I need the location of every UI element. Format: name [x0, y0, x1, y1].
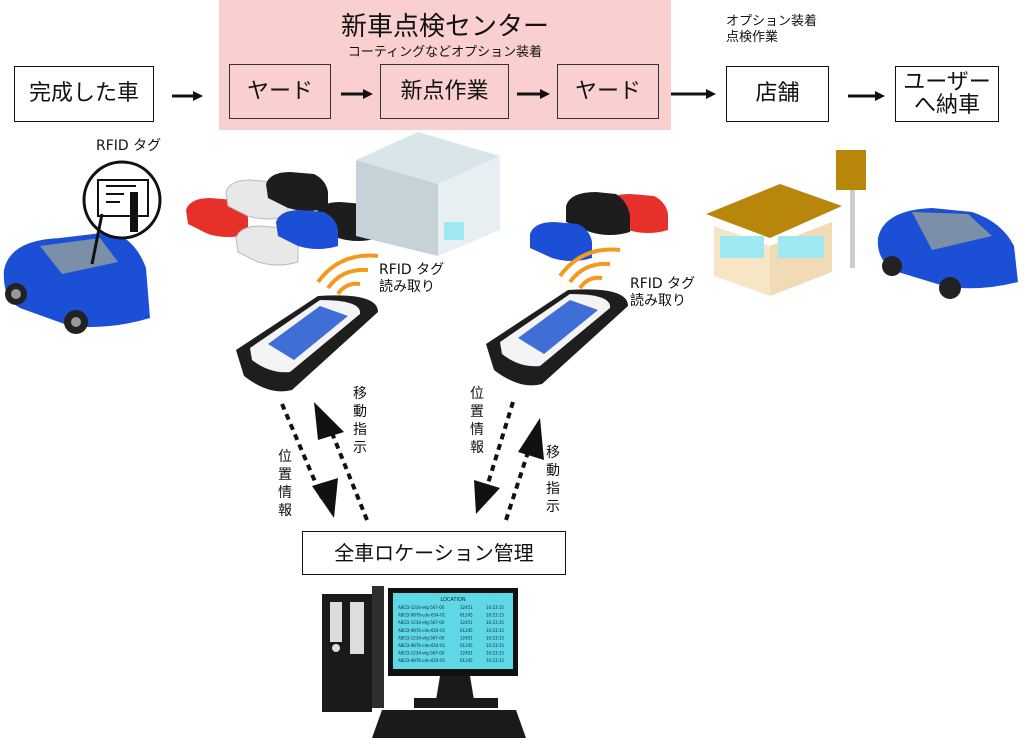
monitor-cell: 32451 [460, 635, 473, 640]
monitor-cell: 10:23:15 [486, 605, 504, 610]
store-note-line1: オプション装着 [726, 14, 818, 29]
arrow-move-left [328, 427, 369, 521]
rfid-signal-right-icon [558, 247, 621, 290]
inspection-building-icon [356, 132, 500, 256]
monitor-cell: 10:23:15 [486, 658, 504, 663]
rfid-tag-label: RFID タグ [96, 138, 162, 154]
rfid-read-label-right: RFID タグ 読み取り [630, 276, 695, 310]
pc-tower-icon [322, 586, 384, 712]
inspection-center-title: 新車点検センター [340, 12, 549, 42]
monitor-cell: 10:23:15 [486, 651, 504, 656]
blue-car-left-icon [3, 232, 150, 334]
monitor-cell: 32451 [460, 605, 473, 610]
delivery-label-line2: へ納車 [913, 93, 980, 118]
monitor-cell: 10:23:15 [486, 613, 504, 618]
new-inspection-label: 新点作業 [400, 78, 489, 104]
monitor-cell: 10:23:15 [486, 620, 504, 625]
position-info-label-left: 位置情報 [278, 449, 292, 519]
monitor-icon [372, 588, 526, 738]
monitor-cell: 10:23:15 [486, 628, 504, 633]
rfid-read-label-left: RFID タグ 読み取り [379, 262, 444, 296]
monitor-header: LOCATION [440, 597, 466, 603]
store-box: 店舗 [726, 66, 829, 122]
rfid-read-left-line1: RFID タグ [379, 262, 445, 278]
parked-cars-left-icon [186, 172, 378, 266]
rfid-read-left-line2: 読み取り [379, 278, 435, 295]
yard-label-2: ヤード [574, 78, 641, 104]
monitor-cell: 61245 [460, 643, 473, 648]
completed-car-box: 完成した車 [14, 66, 154, 122]
store-note-line2: 点検作業 [726, 29, 779, 45]
blue-car-right-icon [877, 208, 1018, 299]
monitor-cell: ABCD-1234-efg-567-00 [398, 651, 445, 656]
move-instruction-label-right: 移動指示 [546, 445, 560, 515]
rfid-reader-left-icon [236, 295, 378, 392]
new-inspection-box: 新点作業 [380, 64, 509, 119]
monitor-cell: ABCD-9876-cde-654-01 [398, 643, 446, 648]
monitor-cell: 32451 [460, 620, 473, 625]
monitor-cell: 10:23:15 [486, 643, 504, 648]
arrow-move-right [504, 445, 532, 521]
yard-label-1: ヤード [246, 78, 313, 104]
store-building-icon [706, 150, 866, 296]
arrow-position-right [484, 401, 515, 491]
monitor-location-table: LOCATION ABCD-1234-efg-567-00 32451 10:23:1… [398, 597, 504, 663]
inspection-center-area [219, 0, 671, 130]
monitor-cell: ABCD-1234-efg-567-00 [398, 605, 445, 610]
location-management-box: 全車ロケーション管理 [302, 531, 566, 575]
monitor-cell: ABCD-9876-cde-654-01 [398, 658, 446, 663]
rfid-read-right-line1: RFID タグ [630, 276, 696, 292]
monitor-cell: 32451 [460, 651, 473, 656]
monitor-cell: ABCD-1234-efg-567-00 [398, 635, 445, 640]
parked-cars-right-icon [530, 192, 668, 261]
rfid-reader-right-icon [486, 289, 628, 386]
monitor-cell: ABCD-1234-efg-567-00 [398, 620, 445, 625]
rfid-read-right-line2: 読み取り [630, 292, 686, 309]
monitor-cell: ABCD-9876-cde-654-01 [398, 628, 446, 633]
location-management-label: 全車ロケーション管理 [334, 540, 534, 565]
yard-box-1: ヤード [229, 64, 331, 119]
delivery-label-line1: ユーザー [903, 69, 991, 95]
monitor-cell: 61245 [460, 658, 473, 663]
communication-arrows [280, 401, 532, 521]
monitor-cell: 10:23:15 [486, 635, 504, 640]
rfid-tag-callout-icon [82, 160, 162, 265]
monitor-cell: ABCD-9876-cde-654-01 [398, 613, 446, 618]
completed-car-label: 完成した車 [28, 81, 139, 107]
monitor-cell: 61245 [460, 628, 473, 633]
inspection-center-subtitle: コーティングなどオプション装着 [347, 45, 543, 60]
position-info-label-right: 位置情報 [470, 386, 484, 456]
delivery-box: ユーザー へ納車 [895, 66, 999, 122]
store-label: 店舗 [755, 81, 800, 107]
monitor-cell: 61245 [460, 613, 473, 618]
communication-arrowheads [312, 402, 544, 518]
flow-arrows [172, 89, 885, 101]
move-instruction-label-left: 移動指示 [353, 386, 367, 456]
rfid-signal-left-icon [316, 253, 379, 296]
store-note: オプション装着 点検作業 [726, 14, 817, 45]
yard-box-2: ヤード [557, 64, 659, 119]
